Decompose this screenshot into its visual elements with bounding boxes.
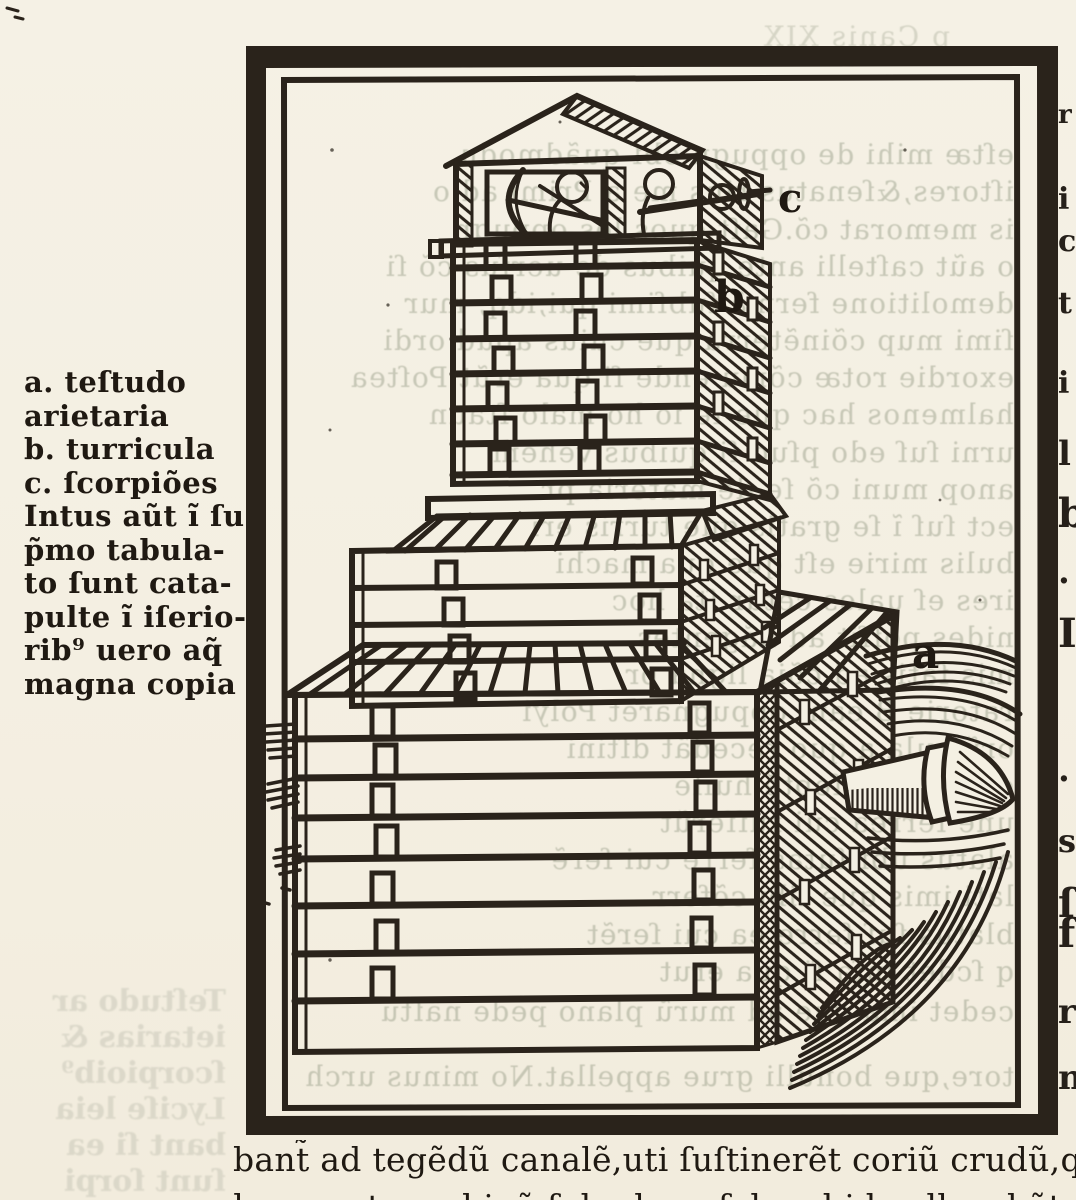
middle-tier bbox=[349, 491, 900, 710]
turret bbox=[428, 92, 773, 259]
margin-caption-line: b. turricula bbox=[24, 432, 216, 466]
soldier-left bbox=[505, 167, 608, 239]
ink-specks bbox=[328, 120, 982, 962]
margin-caption-line: c. ſcorpiões bbox=[24, 465, 219, 500]
margin-caption-line: rib⁹ uero aq̃ bbox=[24, 633, 223, 667]
scorpion-bow bbox=[505, 167, 531, 239]
middle-roof-planks bbox=[402, 509, 675, 554]
turret-roof-hatch bbox=[559, 93, 707, 171]
ram-head bbox=[941, 734, 1016, 826]
label-a: a bbox=[912, 629, 939, 678]
battering-ram bbox=[788, 641, 1023, 1090]
shed-corner-post bbox=[755, 678, 779, 1051]
shed-pegs bbox=[369, 700, 718, 1002]
label-b: b bbox=[714, 272, 745, 323]
turret-window-left bbox=[484, 169, 606, 237]
margin-caption-line: p̃mo tabula- bbox=[24, 532, 226, 567]
body-text-line: bant̃ ad tegẽdũ canalẽ,uti ſuſtinerẽt co… bbox=[233, 1140, 1076, 1179]
margin-caption-line: a. teſtudo bbox=[24, 365, 187, 399]
tower bbox=[425, 237, 773, 522]
soldier-right bbox=[637, 168, 773, 236]
testudo-shed bbox=[260, 609, 896, 1056]
middle-loopholes bbox=[434, 555, 674, 702]
margin-caption-line: arietaria bbox=[24, 398, 170, 433]
shed-planks bbox=[291, 731, 761, 1005]
woodcut-lines: c b a bbox=[5, 6, 1058, 1135]
key-letters: c b a bbox=[714, 175, 939, 678]
ground-swoosh bbox=[788, 850, 1010, 1090]
margin-caption-line: to ſunt cata- bbox=[24, 566, 233, 600]
label-c: c bbox=[778, 175, 802, 222]
body-text-line-partial: hanc aut machinã ſub plano ſolo ad id co… bbox=[233, 1187, 1076, 1200]
margin-caption-line: Intus aũt ĩ ſu bbox=[24, 499, 245, 533]
shed-left-tufts bbox=[260, 722, 302, 906]
margin-caption-line: magna copia bbox=[24, 666, 237, 701]
frame-inner-line bbox=[280, 73, 1022, 1112]
margin-caption-line: pulte ĩ iſerio- bbox=[24, 599, 247, 634]
shed-roof-planks bbox=[307, 640, 729, 697]
paper-speck bbox=[5, 6, 25, 21]
tower-loopholes bbox=[483, 237, 608, 478]
